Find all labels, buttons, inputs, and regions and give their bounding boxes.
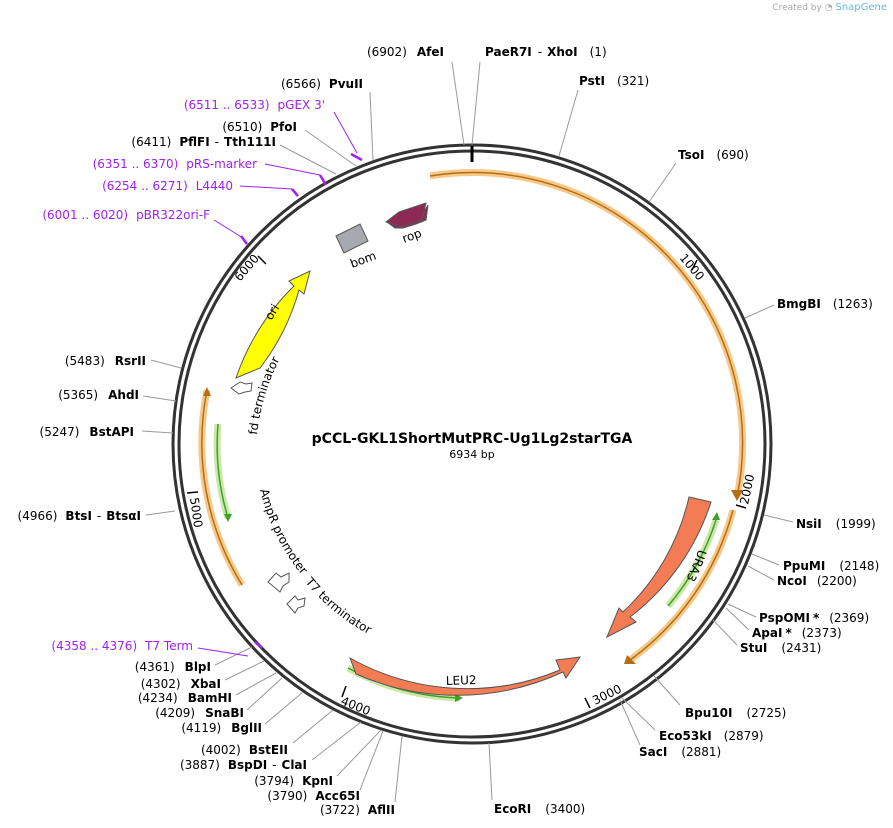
orange-feature-line-right	[629, 509, 734, 661]
site-bsteii[interactable]: (4002)BstEII	[201, 743, 288, 757]
ampr-promoter-label: AmpR promoter	[257, 487, 310, 577]
site-psti[interactable]: PstI(321)	[579, 74, 649, 88]
site-btsi-btsai[interactable]: (4966)BtsI-BtsαI	[18, 509, 141, 523]
green-feature-line-left	[216, 423, 229, 519]
site-aflii[interactable]: (3722)AflII	[320, 803, 395, 817]
rop-label: rop	[400, 226, 423, 246]
ampr-promoter-feature[interactable]	[267, 572, 290, 593]
leu2-label: LEU2	[446, 673, 477, 688]
site-bpu10i[interactable]: Bpu10I(2725)	[685, 706, 786, 720]
fd-terminator-feature[interactable]	[230, 381, 253, 395]
site-tsoi[interactable]: TsoI(690)	[678, 148, 749, 162]
t7-terminator-label: T7 terminator	[302, 574, 374, 637]
credit-prefix: Created by	[772, 3, 822, 13]
site-ncoi[interactable]: NcoI(2200)	[777, 574, 857, 588]
site-acc65i[interactable]: (3790)Acc65I	[267, 789, 360, 803]
ura3-feature-arrow[interactable]	[606, 496, 712, 639]
site-paer7i-xhoi[interactable]: PaeR7I-XhoI(1)	[485, 45, 607, 59]
site-pfoi[interactable]: (6510)PfoI	[222, 120, 297, 134]
primer-pbr322ori-f[interactable]: (6001 .. 6020)pBR322ori-F	[42, 208, 210, 222]
site-ahdi[interactable]: (5365)AhdI	[58, 388, 139, 402]
site-bspdi-clai[interactable]: (3887)BspDI-ClaI	[180, 758, 307, 772]
t7-terminator-feature[interactable]	[286, 595, 306, 614]
ori-feature-arrow[interactable]	[235, 270, 311, 379]
credit-brand: SnapGene	[835, 2, 887, 13]
plasmid-size: 6934 bp	[449, 448, 494, 461]
site-ppumi[interactable]: PpuMI(2148)	[783, 559, 879, 573]
site-snabi[interactable]: (4209)SnaBI	[155, 706, 244, 720]
site-rsrii[interactable]: (5483)RsrII	[65, 354, 146, 368]
site-bstapi[interactable]: (5247)BstAPI	[40, 425, 134, 439]
site-saci[interactable]: SacI(2881)	[639, 745, 721, 759]
plasmid-name: pCCL-GKL1ShortMutPRC-Ug1Lg2starTGA	[312, 431, 633, 447]
site-pflfi-tth111i[interactable]: (6411)PflFI-Tth111I	[131, 135, 276, 149]
site-nsii[interactable]: NsiI(1999)	[796, 517, 876, 531]
map-title: pCCL-GKL1ShortMutPRC-Ug1Lg2starTGA 6934 …	[312, 431, 633, 461]
primers: (6511 .. 6533)pGEX 3' (6351 .. 6370)pRS-…	[42, 98, 363, 657]
site-blpi[interactable]: (4361)BlpI	[135, 660, 211, 674]
site-pvuii[interactable]: (6566)PvuII	[281, 77, 363, 91]
right-sites: PaeR7I-XhoI(1) PstI(321) TsoI(690) BmgBI…	[471, 45, 879, 816]
feature-lines	[198, 169, 747, 702]
site-bmgbi[interactable]: BmgBI(1263)	[777, 297, 873, 311]
primer-pgex3[interactable]: (6511 .. 6533)pGEX 3'	[184, 98, 325, 112]
snapgene-logo-icon: ◔	[824, 3, 833, 13]
site-xbai[interactable]: (4302)XbaI	[141, 677, 221, 691]
primer-prs-marker[interactable]: (6351 .. 6370)pRS-marker	[93, 157, 257, 171]
site-bglii[interactable]: (4119)BglII	[181, 721, 262, 735]
orange-feature-line-left	[201, 389, 243, 586]
tick-5000: 5000	[187, 496, 205, 528]
site-stui[interactable]: StuI(2431)	[740, 641, 821, 655]
site-ecori[interactable]: EcoRI(3400)	[494, 802, 585, 816]
primer-t7-term[interactable]: (4358 .. 4376)T7 Term	[51, 639, 193, 653]
primer-l4440[interactable]: (6254 .. 6271)L4440	[102, 179, 233, 193]
snapgene-credit: Created by ◔ SnapGene	[772, 2, 887, 13]
site-eco53ki[interactable]: Eco53kI(2879)	[659, 729, 764, 743]
green-feature-line-right	[667, 519, 717, 607]
site-afei[interactable]: (6902)AfeI	[367, 45, 444, 59]
left-sites: (6902)AfeI (6566)PvuII (6510)PfoI (6411)…	[18, 45, 465, 817]
site-kpni[interactable]: (3794)KpnI	[254, 774, 333, 788]
site-pspomi[interactable]: PspOMI*(2369)	[759, 611, 869, 625]
orange-feature-line-top	[429, 171, 744, 498]
bom-feature[interactable]	[335, 223, 369, 254]
bom-label: bom	[348, 249, 378, 271]
rop-feature-arrow-body	[384, 202, 427, 228]
site-bamhi[interactable]: (4234)BamHI	[138, 691, 232, 705]
leu2-feature-arrow[interactable]	[349, 656, 582, 696]
site-apai[interactable]: ApaI*(2373)	[752, 626, 842, 640]
